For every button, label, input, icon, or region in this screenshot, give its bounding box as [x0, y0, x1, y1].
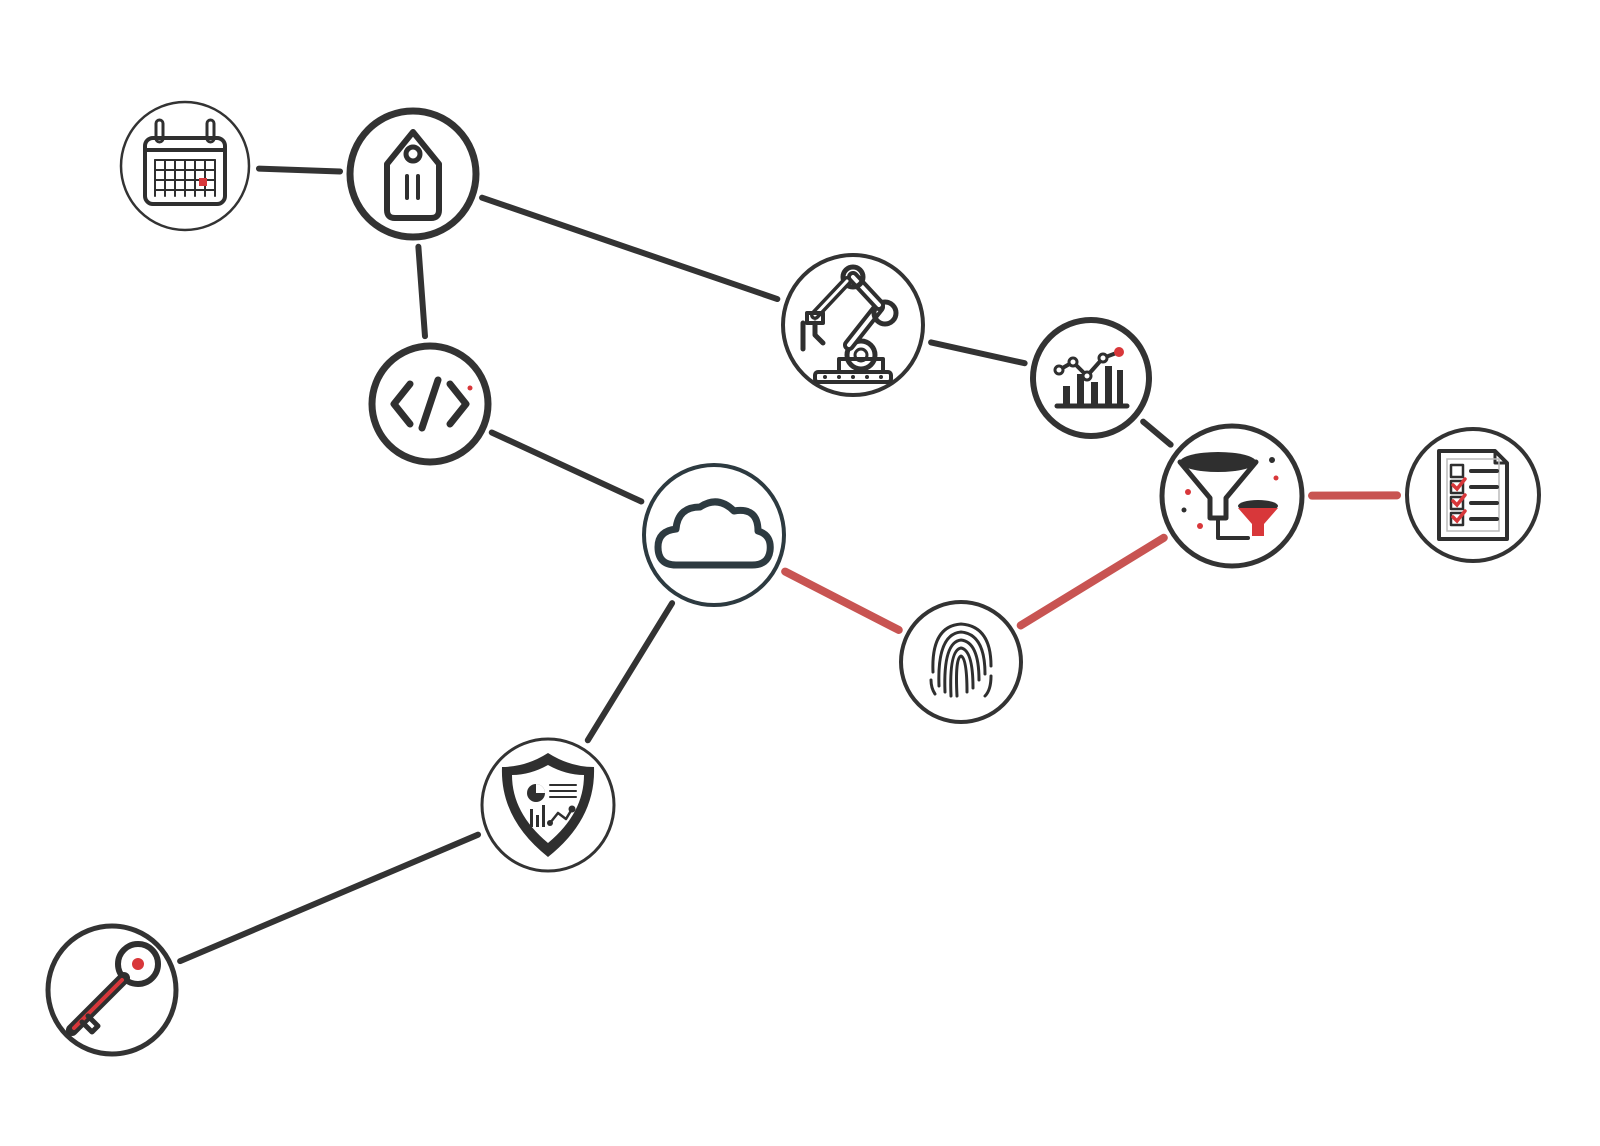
data-funnel-icon — [1177, 452, 1279, 540]
edge-analytics-funnel — [1140, 418, 1174, 448]
shield-dashboard-icon — [501, 753, 595, 857]
cloud-node[interactable] — [642, 463, 786, 607]
checklist-node[interactable] — [1405, 427, 1541, 563]
robot-node[interactable] — [781, 253, 925, 397]
edge-robot-analytics — [928, 339, 1028, 367]
key-node[interactable] — [45, 923, 179, 1057]
calendar-node[interactable] — [119, 100, 251, 232]
code-node[interactable] — [368, 342, 492, 466]
edge-cloud-fingerprint — [781, 567, 903, 634]
edges-layer — [177, 165, 1402, 965]
funnel-node[interactable] — [1159, 423, 1305, 569]
fingerprint-icon — [929, 622, 993, 698]
edge-tag-robot — [479, 194, 781, 303]
fingerprint-node[interactable] — [899, 600, 1023, 724]
checklist-document-icon — [1437, 449, 1509, 541]
calendar-icon — [143, 118, 227, 206]
edge-calendar-tag — [255, 165, 344, 175]
edge-tag-code — [415, 243, 428, 340]
robotic-arm-icon — [800, 264, 899, 384]
shield-node[interactable] — [480, 737, 616, 873]
edge-shield-key — [177, 831, 482, 965]
tag-node[interactable] — [346, 107, 480, 241]
price-tag-icon — [384, 129, 442, 221]
edge-cloud-shield — [584, 600, 676, 744]
code-brackets-icon — [390, 376, 473, 432]
key-icon — [66, 941, 161, 1036]
bar-line-chart-icon — [1053, 347, 1130, 409]
edge-code-cloud — [488, 429, 645, 505]
analytics-node[interactable] — [1030, 317, 1152, 439]
cloud-icon — [654, 498, 774, 569]
edge-fingerprint-funnel — [1016, 533, 1168, 630]
